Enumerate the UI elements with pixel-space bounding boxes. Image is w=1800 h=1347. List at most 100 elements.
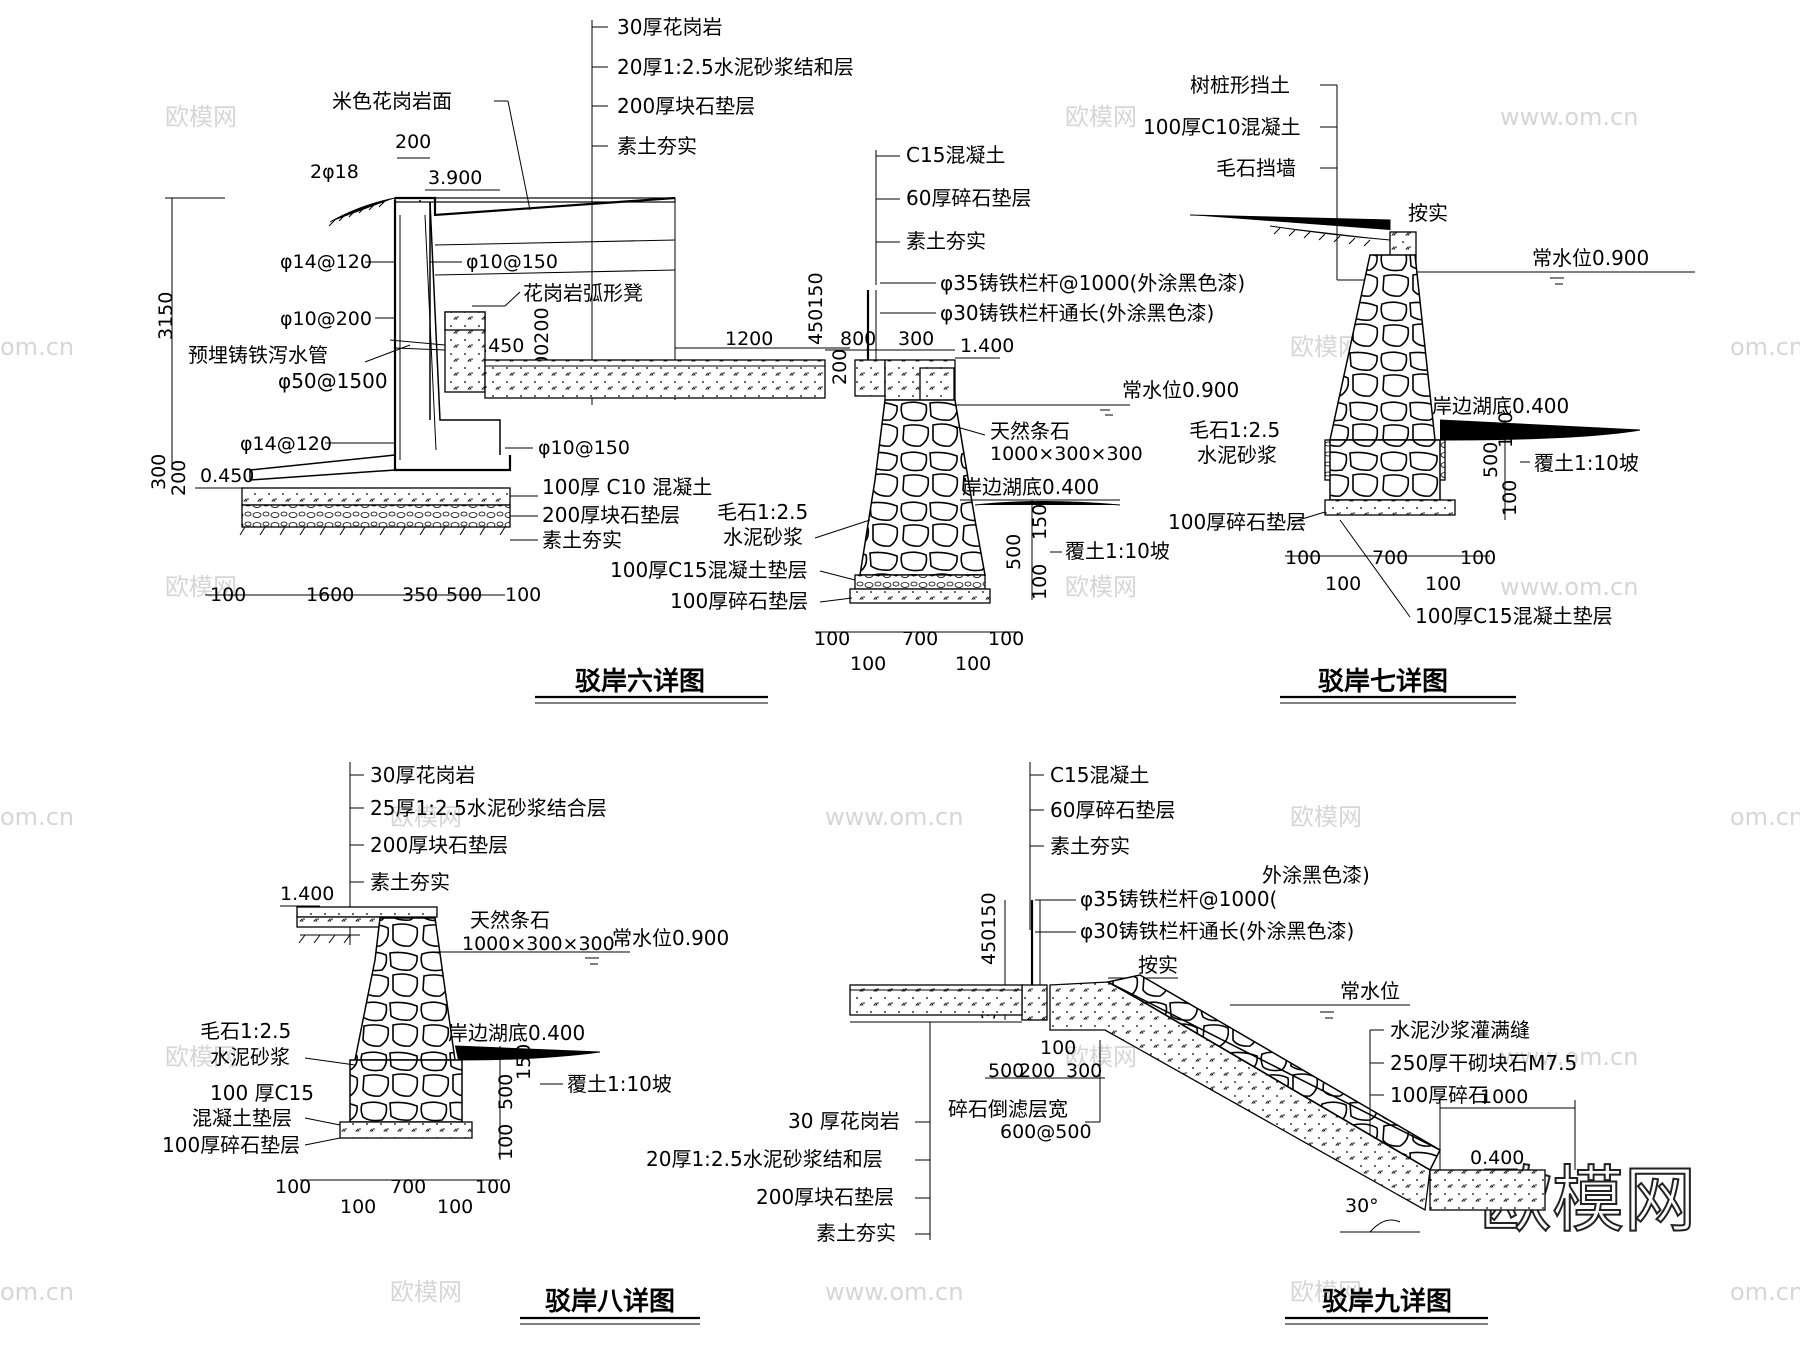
- d6-pad-2: 100厚碎石垫层: [670, 589, 808, 613]
- detail-seven: 树桩形挡土 100厚C10混凝土 毛石挡墙 按实 常水位0.900 岸边湖底0.…: [1143, 73, 1695, 704]
- d9-dim-200: 200: [1019, 1060, 1055, 1082]
- d7-compact: 按实: [1408, 201, 1448, 225]
- d7-bd-2: 700: [1372, 547, 1408, 569]
- d7-bd2-1: 100: [1325, 573, 1361, 595]
- watermark-text: 欧模网: [165, 103, 237, 131]
- d8-dim-500: 500: [495, 1074, 517, 1110]
- d9-dim-300: 300: [1066, 1060, 1102, 1082]
- d6-backfill: 覆土1:10坡: [1065, 539, 1170, 563]
- d6-base-layer-2: 200厚块石垫层: [542, 503, 680, 527]
- d8-bd-3: 100: [475, 1176, 511, 1198]
- d7-water-level: 常水位0.900: [1532, 246, 1649, 270]
- d6-title: 驳岸六详图: [575, 666, 705, 697]
- d8-bd2-1: 100: [340, 1196, 376, 1218]
- d6-rail-1: φ35铸铁栏杆@1000(外涂黑色漆): [940, 271, 1245, 295]
- d7-dim-100: 100: [1499, 480, 1521, 516]
- d6-bdr2-2: 100: [955, 653, 991, 675]
- d9-paving-4: 素土夯实: [816, 1221, 896, 1245]
- d6-water-level: 常水位0.900: [1122, 378, 1239, 402]
- watermark-text: om.cn: [1730, 803, 1800, 831]
- detail-nine: C15混凝土 60厚碎石垫层 素土夯实 外涂黑色漆) φ35铸铁栏杆@1000(…: [646, 762, 1577, 1325]
- d8-rubble-2: 水泥砂浆: [210, 1045, 290, 1069]
- watermark-text: om.cn: [0, 333, 74, 361]
- d6-bdr-3: 100: [988, 628, 1024, 650]
- d9-rail-note: 外涂黑色漆): [1262, 863, 1370, 887]
- d8-rubble-1: 毛石1:2.5: [200, 1019, 291, 1043]
- d9-slope-layer-1: 水泥沙浆灌满缝: [1390, 1018, 1530, 1042]
- watermark-text: om.cn: [1730, 333, 1800, 361]
- d6-pipe-1: 预埋铸铁泻水管: [188, 343, 328, 367]
- d6-right-layer-1: C15混凝土: [906, 143, 1005, 167]
- d6-stone-1: 天然条石: [990, 419, 1070, 443]
- d8-lake-bottom: 岸边湖底0.400: [448, 1021, 585, 1045]
- d6-dim-bottom-1: 100: [210, 584, 246, 606]
- d7-rubble-1: 毛石1:2.5: [1189, 418, 1280, 442]
- watermark-text: 欧模网: [165, 1043, 237, 1071]
- d9-rail-1: φ35铸铁栏杆@1000(: [1080, 887, 1277, 911]
- d9-layer-1: C15混凝土: [1050, 763, 1149, 787]
- d9-layer-3: 素土夯实: [1050, 834, 1130, 858]
- d9-paving-2: 20厚1:2.5水泥砂浆结和层: [646, 1147, 883, 1171]
- d8-dim-150: 150: [513, 1044, 535, 1080]
- d8-stone-2: 1000×300×300: [462, 933, 615, 955]
- d6-rebar-r1: φ10@150: [466, 251, 558, 273]
- d8-backfill: 覆土1:10坡: [567, 1072, 672, 1096]
- d6-dim-200r: 200: [829, 349, 851, 385]
- d6-pad-1: 100厚C15混凝土垫层: [610, 558, 808, 582]
- d7-dim-500: 500: [1480, 442, 1502, 478]
- d9-dim-450150: 450150: [978, 892, 1000, 965]
- d9-filter-1: 碎石倒滤层宽: [948, 1097, 1068, 1121]
- watermark-text: www.om.cn: [825, 1278, 963, 1306]
- d6-rebar-r3: φ10@150: [538, 437, 630, 459]
- d6-rebar-l2: φ10@200: [280, 308, 372, 330]
- detail-eight: 30厚花岗岩 25厚1:2.5水泥砂浆结合层 200厚块石垫层 素土夯实 1.4…: [162, 762, 729, 1325]
- d6-dim-bottom-5: 100: [505, 584, 541, 606]
- d6-right-150: 150: [1029, 504, 1051, 540]
- d9-slope-layer-3: 100厚碎石: [1390, 1083, 1488, 1107]
- d6-dim-300b: 300: [898, 328, 934, 350]
- d6-right-layer-2: 60厚碎石垫层: [906, 186, 1031, 210]
- d6-right-layer-3: 素土夯实: [906, 229, 986, 253]
- watermark-text: www.om.cn: [825, 803, 963, 831]
- d6-layer-4: 素土夯实: [617, 134, 697, 158]
- d9-slope-layer-2: 250厚干砌块石M7.5: [1390, 1051, 1577, 1075]
- d6-stone-2: 1000×300×300: [990, 443, 1143, 465]
- watermark-text: 欧模网: [390, 1278, 462, 1306]
- d6-dim-800: 800: [840, 328, 876, 350]
- d6-rebar-2phi18: 2φ18: [310, 161, 359, 183]
- watermark-text: 欧模网: [1065, 573, 1137, 601]
- d7-lake-bottom: 岸边湖底0.400: [1432, 394, 1569, 418]
- d8-bd-1: 100: [275, 1176, 311, 1198]
- d9-paving-3: 200厚块石垫层: [756, 1185, 894, 1209]
- d6-base-layer-3: 素土夯实: [542, 528, 622, 552]
- d8-elev-1400: 1.400: [280, 883, 334, 905]
- d6-elev-1400: 1.400: [960, 335, 1014, 357]
- watermark-text: 欧模网: [1065, 1043, 1137, 1071]
- d9-dim-1000: 1000: [1480, 1086, 1528, 1108]
- d8-stone-1: 天然条石: [470, 908, 550, 932]
- d9-layer-2: 60厚碎石垫层: [1050, 798, 1175, 822]
- d6-lake-bottom: 岸边湖底0.400: [962, 475, 1099, 499]
- d8-pad-1: 100 厚C15: [210, 1081, 314, 1105]
- d9-filter-2: 600@500: [1000, 1121, 1092, 1143]
- d8-layer-4: 素土夯实: [370, 870, 450, 894]
- d6-rebar-l3: φ14@120: [240, 433, 332, 455]
- d6-dim-450150: 450150: [805, 272, 827, 345]
- d8-layer-1: 30厚花岗岩: [370, 763, 475, 787]
- d6-surface-label: 米色花岗岩面: [332, 89, 452, 113]
- d8-bd2-2: 100: [437, 1196, 473, 1218]
- d6-pipe-2: φ50@1500: [278, 369, 388, 393]
- watermark-text: 欧模网: [165, 573, 237, 601]
- d9-rail-2: φ30铸铁栏杆通长(外涂黑色漆): [1080, 919, 1354, 943]
- watermark-text: om.cn: [0, 803, 74, 831]
- d7-dim-150: 150: [1495, 412, 1517, 448]
- d6-rubble-2: 水泥砂浆: [723, 525, 803, 549]
- watermark-text: www.om.cn: [1500, 103, 1638, 131]
- watermark-text: www.om.cn: [1500, 1043, 1638, 1071]
- d6-base-layer-1: 100厚 C10 混凝土: [542, 475, 712, 499]
- d8-bd-2: 700: [390, 1176, 426, 1198]
- d8-dim-100: 100: [495, 1124, 517, 1160]
- d6-rebar-l1: φ14@120: [280, 251, 372, 273]
- d7-gravel: 100厚碎石垫层: [1168, 510, 1306, 534]
- d6-bdr-1: 100: [814, 628, 850, 650]
